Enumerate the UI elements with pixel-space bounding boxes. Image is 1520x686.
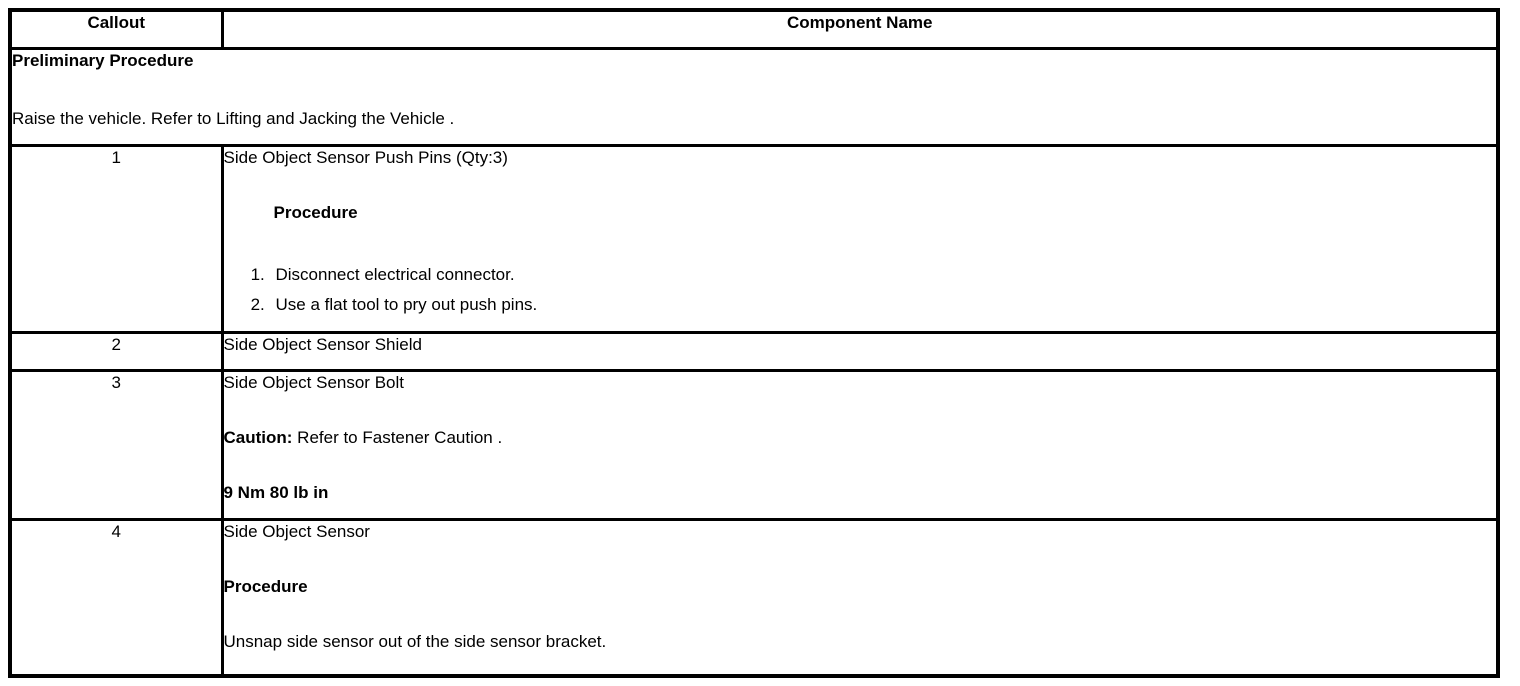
- preliminary-procedure-text: Raise the vehicle. Refer to Lifting and …: [12, 108, 455, 128]
- procedure-label-1: Procedure: [273, 202, 358, 222]
- preliminary-procedure-title: Preliminary Procedure: [12, 50, 194, 70]
- callout-number-3: 3: [8, 368, 224, 521]
- component-name-4: Side Object Sensor: [223, 521, 370, 541]
- caution-note: Caution: Refer to Fastener Caution .: [224, 427, 1497, 449]
- callout-number-4: 4: [8, 517, 224, 678]
- procedure-steps-list: Disconnect electrical connector. Use a f…: [224, 260, 1497, 320]
- caution-label: Caution:: [223, 427, 293, 447]
- header-row: Callout Component Name: [8, 8, 1500, 50]
- preliminary-procedure-row: Preliminary Procedure Raise the vehicle.…: [8, 46, 1500, 147]
- table-row-3: 3 Side Object Sensor Bolt Caution: Refer…: [8, 368, 1500, 521]
- component-name-2: Side Object Sensor Shield: [223, 334, 422, 354]
- procedure-step: Use a flat tool to pry out push pins.: [270, 290, 1497, 320]
- callout-column-header: Callout: [8, 8, 224, 50]
- procedure-text-4: Unsnap side sensor out of the side senso…: [223, 631, 607, 651]
- procedure-step: Disconnect electrical connector.: [270, 260, 1497, 290]
- procedure-label-4: Procedure: [223, 576, 308, 596]
- component-name-3: Side Object Sensor Bolt: [223, 372, 404, 392]
- callout-number-1: 1: [8, 143, 224, 334]
- component-table: Callout Component Name Preliminary Proce…: [8, 8, 1500, 678]
- component-name-1: Side Object Sensor Push Pins (Qty:3): [223, 147, 508, 167]
- table-row-4: 4 Side Object Sensor Procedure Unsnap si…: [8, 517, 1500, 678]
- component-cell-3: Side Object Sensor Bolt Caution: Refer t…: [220, 368, 1500, 521]
- component-cell-1: Side Object Sensor Push Pins (Qty:3) Pro…: [220, 143, 1500, 334]
- torque-spec: 9 Nm 80 lb in: [223, 482, 329, 502]
- preliminary-procedure-cell: Preliminary Procedure Raise the vehicle.…: [8, 46, 1500, 147]
- caution-text: Refer to Fastener Caution .: [292, 427, 503, 447]
- component-cell-4: Side Object Sensor Procedure Unsnap side…: [220, 517, 1500, 678]
- callout-number-2: 2: [8, 330, 224, 372]
- table-row-2: 2 Side Object Sensor Shield: [8, 330, 1500, 372]
- component-name-column-header: Component Name: [220, 8, 1500, 50]
- component-cell-2: Side Object Sensor Shield: [220, 330, 1500, 372]
- table-row-1: 1 Side Object Sensor Push Pins (Qty:3) P…: [8, 143, 1500, 334]
